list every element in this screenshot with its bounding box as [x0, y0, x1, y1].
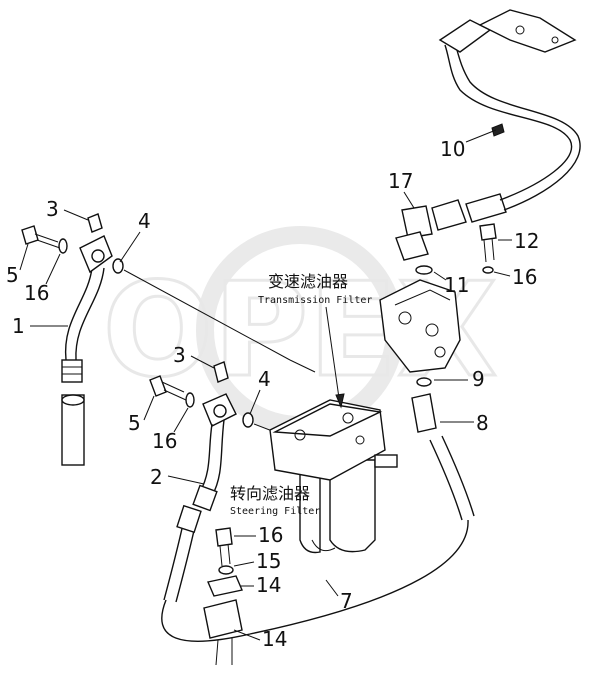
transmission-filter-en: Transmission Filter — [258, 295, 372, 306]
filter-bracket — [374, 454, 398, 468]
washer-middle — [185, 392, 195, 408]
clamp-assembly — [203, 527, 243, 666]
transmission-filter-cn: 变速滤油器 — [268, 272, 348, 291]
clamp-14-lower — [203, 599, 243, 639]
hose-nut — [431, 199, 467, 231]
bolt-16-lower — [215, 527, 233, 547]
pipe-assembly-middle — [149, 361, 281, 603]
oring-11 — [415, 265, 433, 275]
callout-4-middle: 4 — [258, 367, 271, 391]
elbow-17 — [401, 205, 433, 239]
callout-15: 15 — [256, 549, 281, 573]
washer-15 — [218, 565, 234, 575]
bolt-left — [21, 225, 39, 245]
washer-16-right — [482, 266, 494, 274]
oring-middle — [242, 412, 254, 428]
callout-4-upper: 4 — [138, 209, 151, 233]
callout-1: 1 — [12, 314, 25, 338]
callout-16-right: 16 — [512, 265, 537, 289]
grease-nipple-middle — [213, 361, 229, 383]
pipe1-fitting — [61, 359, 83, 383]
filter-canister — [329, 459, 376, 553]
hose-10-assembly — [438, 9, 581, 211]
callout-14-upper: 14 — [256, 573, 281, 597]
callout-3-middle: 3 — [173, 343, 186, 367]
sensor-plate — [478, 9, 577, 53]
filter-assembly — [269, 306, 398, 554]
callout-11: 11 — [444, 273, 469, 297]
washer-left — [58, 238, 68, 254]
callout-12: 12 — [514, 229, 539, 253]
callout-5-middle: 5 — [128, 411, 141, 435]
callout-9: 9 — [472, 367, 485, 391]
callouts: 1 2 3 3 4 4 5 5 7 8 9 10 11 — [6, 129, 539, 651]
callout-3-upper: 3 — [46, 197, 59, 221]
callout-16-upper-left: 16 — [24, 281, 49, 305]
filter-labels: 变速滤油器 Transmission Filter 转向滤油器 Steering… — [230, 272, 372, 517]
bolt-12 — [479, 223, 497, 241]
steering-filter-en: Steering Filter — [230, 506, 320, 517]
callout-2: 2 — [150, 465, 163, 489]
callout-14-lower: 14 — [262, 627, 287, 651]
callout-17: 17 — [388, 169, 413, 193]
fitting-8 — [411, 393, 437, 433]
valve-block — [161, 279, 475, 642]
callout-5-upper: 5 — [6, 263, 19, 287]
callout-16-lower: 16 — [258, 523, 283, 547]
pipe2-fitting — [192, 484, 218, 512]
callout-8: 8 — [476, 411, 489, 435]
oring-9 — [416, 377, 432, 387]
oring-left — [112, 258, 124, 274]
grease-nipple-left — [87, 213, 103, 233]
clamp-14-upper — [207, 575, 243, 597]
pipe-assembly-left — [21, 213, 316, 466]
steering-filter-cn: 转向滤油器 — [230, 484, 310, 503]
bolt-middle — [149, 375, 167, 397]
callout-16-middle: 16 — [152, 429, 177, 453]
elbow-assembly — [395, 193, 507, 275]
callout-7: 7 — [340, 589, 353, 613]
callout-10: 10 — [440, 137, 465, 161]
